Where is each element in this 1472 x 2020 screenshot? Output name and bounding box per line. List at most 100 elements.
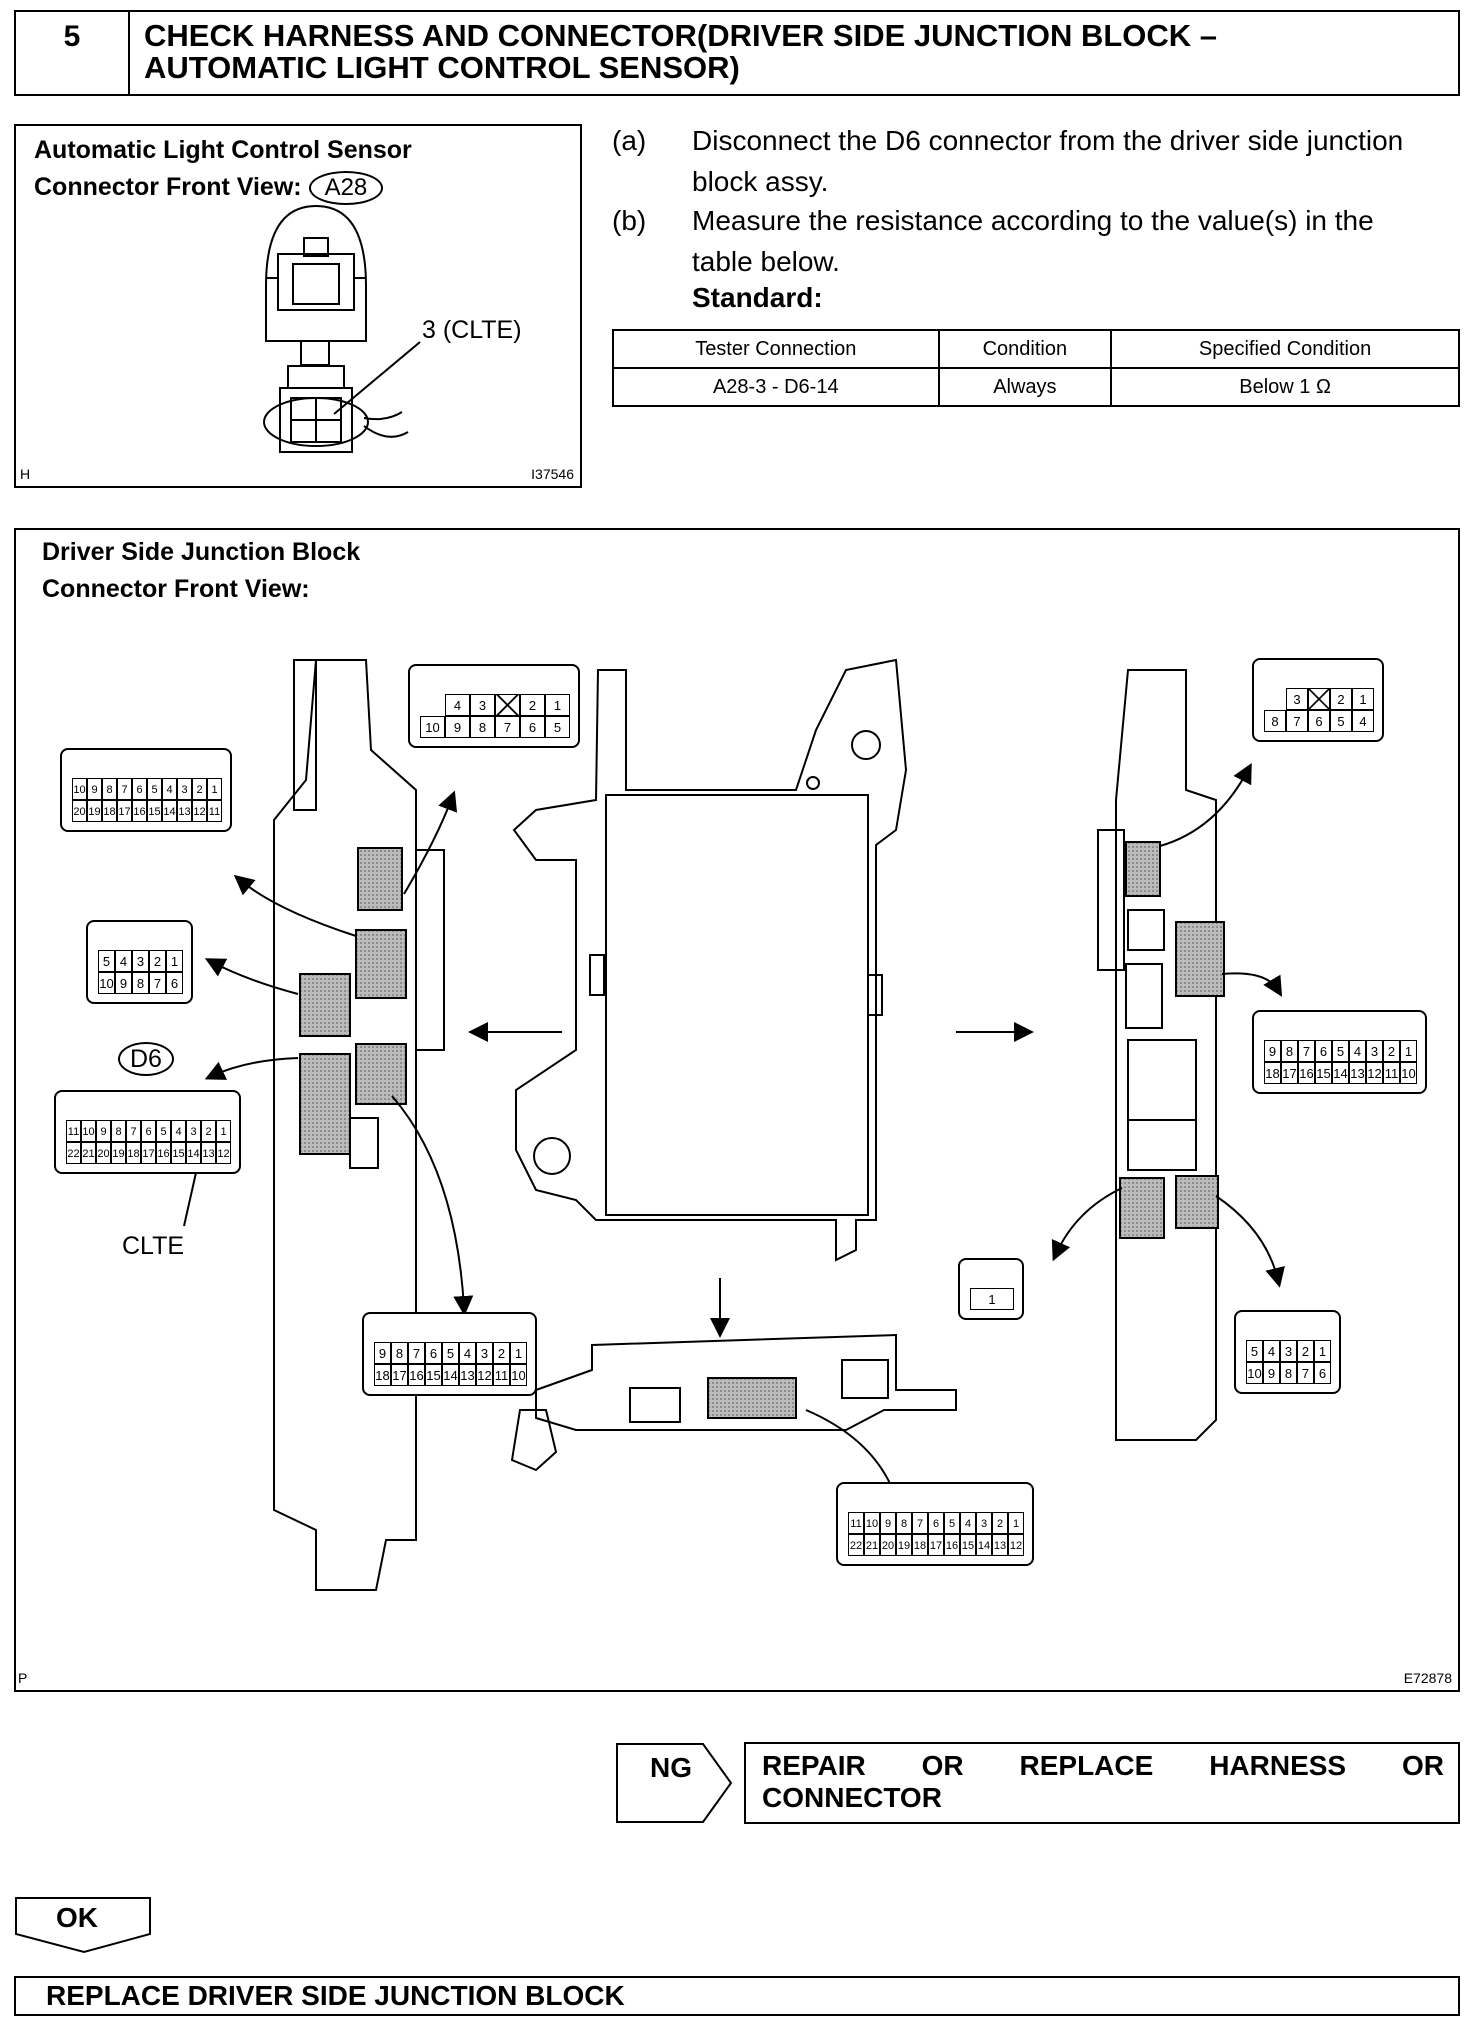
col-tester-connection: Tester Connection bbox=[612, 329, 940, 369]
cell-specified-condition: Below 1 Ω bbox=[1110, 367, 1460, 407]
connector-pin: 4 bbox=[171, 1120, 186, 1142]
connector-pin: 11 bbox=[493, 1364, 510, 1386]
connector-pin: 3 bbox=[470, 694, 495, 716]
connector-pin: 16 bbox=[408, 1364, 425, 1386]
step-header: 5 CHECK HARNESS AND CONNECTOR(DRIVER SID… bbox=[14, 10, 1460, 96]
connector-pin: 6 bbox=[928, 1512, 944, 1534]
connector-pin: 10 bbox=[72, 778, 87, 800]
connector-pin: 20 bbox=[72, 800, 87, 822]
connector-pin: 1 bbox=[970, 1288, 1014, 1310]
connector-pin: 8 bbox=[470, 716, 495, 738]
connector-pin: 10 bbox=[81, 1120, 96, 1142]
junction-block-drawing bbox=[183, 658, 1285, 1591]
connector-pin: 3 bbox=[1366, 1040, 1383, 1062]
connector-pin: 2 bbox=[1383, 1040, 1400, 1062]
connector-pin: 14 bbox=[162, 800, 177, 822]
connector-pin: 17 bbox=[1281, 1062, 1298, 1084]
ok-action-box: REPLACE DRIVER SIDE JUNCTION BLOCK bbox=[14, 1976, 1460, 2016]
step-number: 5 bbox=[16, 12, 130, 94]
connector-pin: 1 bbox=[166, 950, 183, 972]
ng-label: NG bbox=[650, 1752, 692, 1783]
connector-pin: 5 bbox=[156, 1120, 171, 1142]
pin-callout-clte-d6: CLTE bbox=[122, 1232, 185, 1260]
connector-pin: 15 bbox=[960, 1534, 976, 1556]
connector-pin: 11 bbox=[66, 1120, 81, 1142]
cell-tester-connection: A28-3 - D6-14 bbox=[612, 367, 940, 407]
connector-pin: 8 bbox=[102, 778, 117, 800]
connector-pin: 8 bbox=[1281, 1040, 1298, 1062]
connector-pin: 6 bbox=[1314, 1362, 1331, 1384]
connector-pin: 10 bbox=[1400, 1062, 1417, 1084]
connector-pin: 21 bbox=[81, 1142, 96, 1164]
sensor-connector-drawing bbox=[263, 204, 421, 453]
connector-pin: 22 bbox=[66, 1142, 81, 1164]
connector-id-d6: D6 bbox=[118, 1042, 174, 1076]
connector-pin: 5 bbox=[1246, 1340, 1263, 1362]
spec-table: Tester Connection Condition Specified Co… bbox=[612, 329, 1460, 407]
step-b-letter: (b) bbox=[612, 205, 647, 236]
connector-pin: 11 bbox=[848, 1512, 864, 1534]
connector-pin: 17 bbox=[141, 1142, 156, 1164]
connector-pin: 1 bbox=[510, 1342, 527, 1364]
sensor-figure-label-line2: Connector Front View: A28 bbox=[34, 169, 412, 206]
connector-pin: 5 bbox=[147, 778, 162, 800]
connector-pin: 9 bbox=[96, 1120, 111, 1142]
connector-pin: 14 bbox=[976, 1534, 992, 1556]
col-specified-condition: Specified Condition bbox=[1110, 329, 1460, 369]
step-b: (b) Measure the resistance according to … bbox=[612, 200, 1462, 282]
connector-pin: 1 bbox=[1400, 1040, 1417, 1062]
connector-pin bbox=[1308, 688, 1330, 710]
connector-pin: 1 bbox=[545, 694, 570, 716]
connector-pin: 5 bbox=[1332, 1040, 1349, 1062]
ok-tag bbox=[15, 1897, 151, 1954]
ok-label: OK bbox=[56, 1902, 98, 1933]
connector-pin: 22 bbox=[848, 1534, 864, 1556]
connector-pin: 13 bbox=[459, 1364, 476, 1386]
connector-pin: 18 bbox=[912, 1534, 928, 1556]
connector-right-1pin: 1 bbox=[958, 1258, 1024, 1320]
connector-pin: 6 bbox=[166, 972, 183, 994]
connector-pin: 5 bbox=[1330, 710, 1352, 732]
connector-pin: 16 bbox=[944, 1534, 960, 1556]
connector-pin: 3 bbox=[132, 950, 149, 972]
table-row: A28-3 - D6-14 Always Below 1 Ω bbox=[612, 367, 1460, 407]
connector-pin: 7 bbox=[1298, 1040, 1315, 1062]
connector-pin: 5 bbox=[545, 716, 570, 738]
connector-pin: 1 bbox=[207, 778, 222, 800]
connector-pin: 8 bbox=[1264, 710, 1286, 732]
connector-pin: 16 bbox=[156, 1142, 171, 1164]
connector-pin: 14 bbox=[1332, 1062, 1349, 1084]
connector-pin: 17 bbox=[117, 800, 132, 822]
connector-pin: 15 bbox=[1315, 1062, 1332, 1084]
connector-pin: 7 bbox=[912, 1512, 928, 1534]
connector-pin: 12 bbox=[1366, 1062, 1383, 1084]
step-a-letter: (a) bbox=[612, 125, 647, 156]
connector-pin: 13 bbox=[177, 800, 192, 822]
connector-pin: 7 bbox=[126, 1120, 141, 1142]
connector-pin: 15 bbox=[171, 1142, 186, 1164]
connector-pin: 19 bbox=[87, 800, 102, 822]
connector-pin: 7 bbox=[495, 716, 520, 738]
figure2-code: E72878 bbox=[1403, 1670, 1452, 1686]
connector-pin: 20 bbox=[880, 1534, 896, 1556]
connector-pin: 3 bbox=[177, 778, 192, 800]
connector-pin: 10 bbox=[864, 1512, 880, 1534]
connector-pin: 1 bbox=[1008, 1512, 1024, 1534]
pin-callout-clte: 3 (CLTE) bbox=[422, 316, 522, 344]
connector-pin: 6 bbox=[141, 1120, 156, 1142]
connector-pin: 14 bbox=[442, 1364, 459, 1386]
connector-pin: 6 bbox=[520, 716, 545, 738]
connector-pin: 12 bbox=[192, 800, 207, 822]
connector-pin: 19 bbox=[896, 1534, 912, 1556]
connector-pin: 5 bbox=[442, 1342, 459, 1364]
connector-pin: 2 bbox=[192, 778, 207, 800]
connector-pin: 15 bbox=[425, 1364, 442, 1386]
connector-pin: 16 bbox=[1298, 1062, 1315, 1084]
connector-pin: 8 bbox=[1280, 1362, 1297, 1384]
connector-pin: 1 bbox=[1314, 1340, 1331, 1362]
connector-pin: 5 bbox=[98, 950, 115, 972]
